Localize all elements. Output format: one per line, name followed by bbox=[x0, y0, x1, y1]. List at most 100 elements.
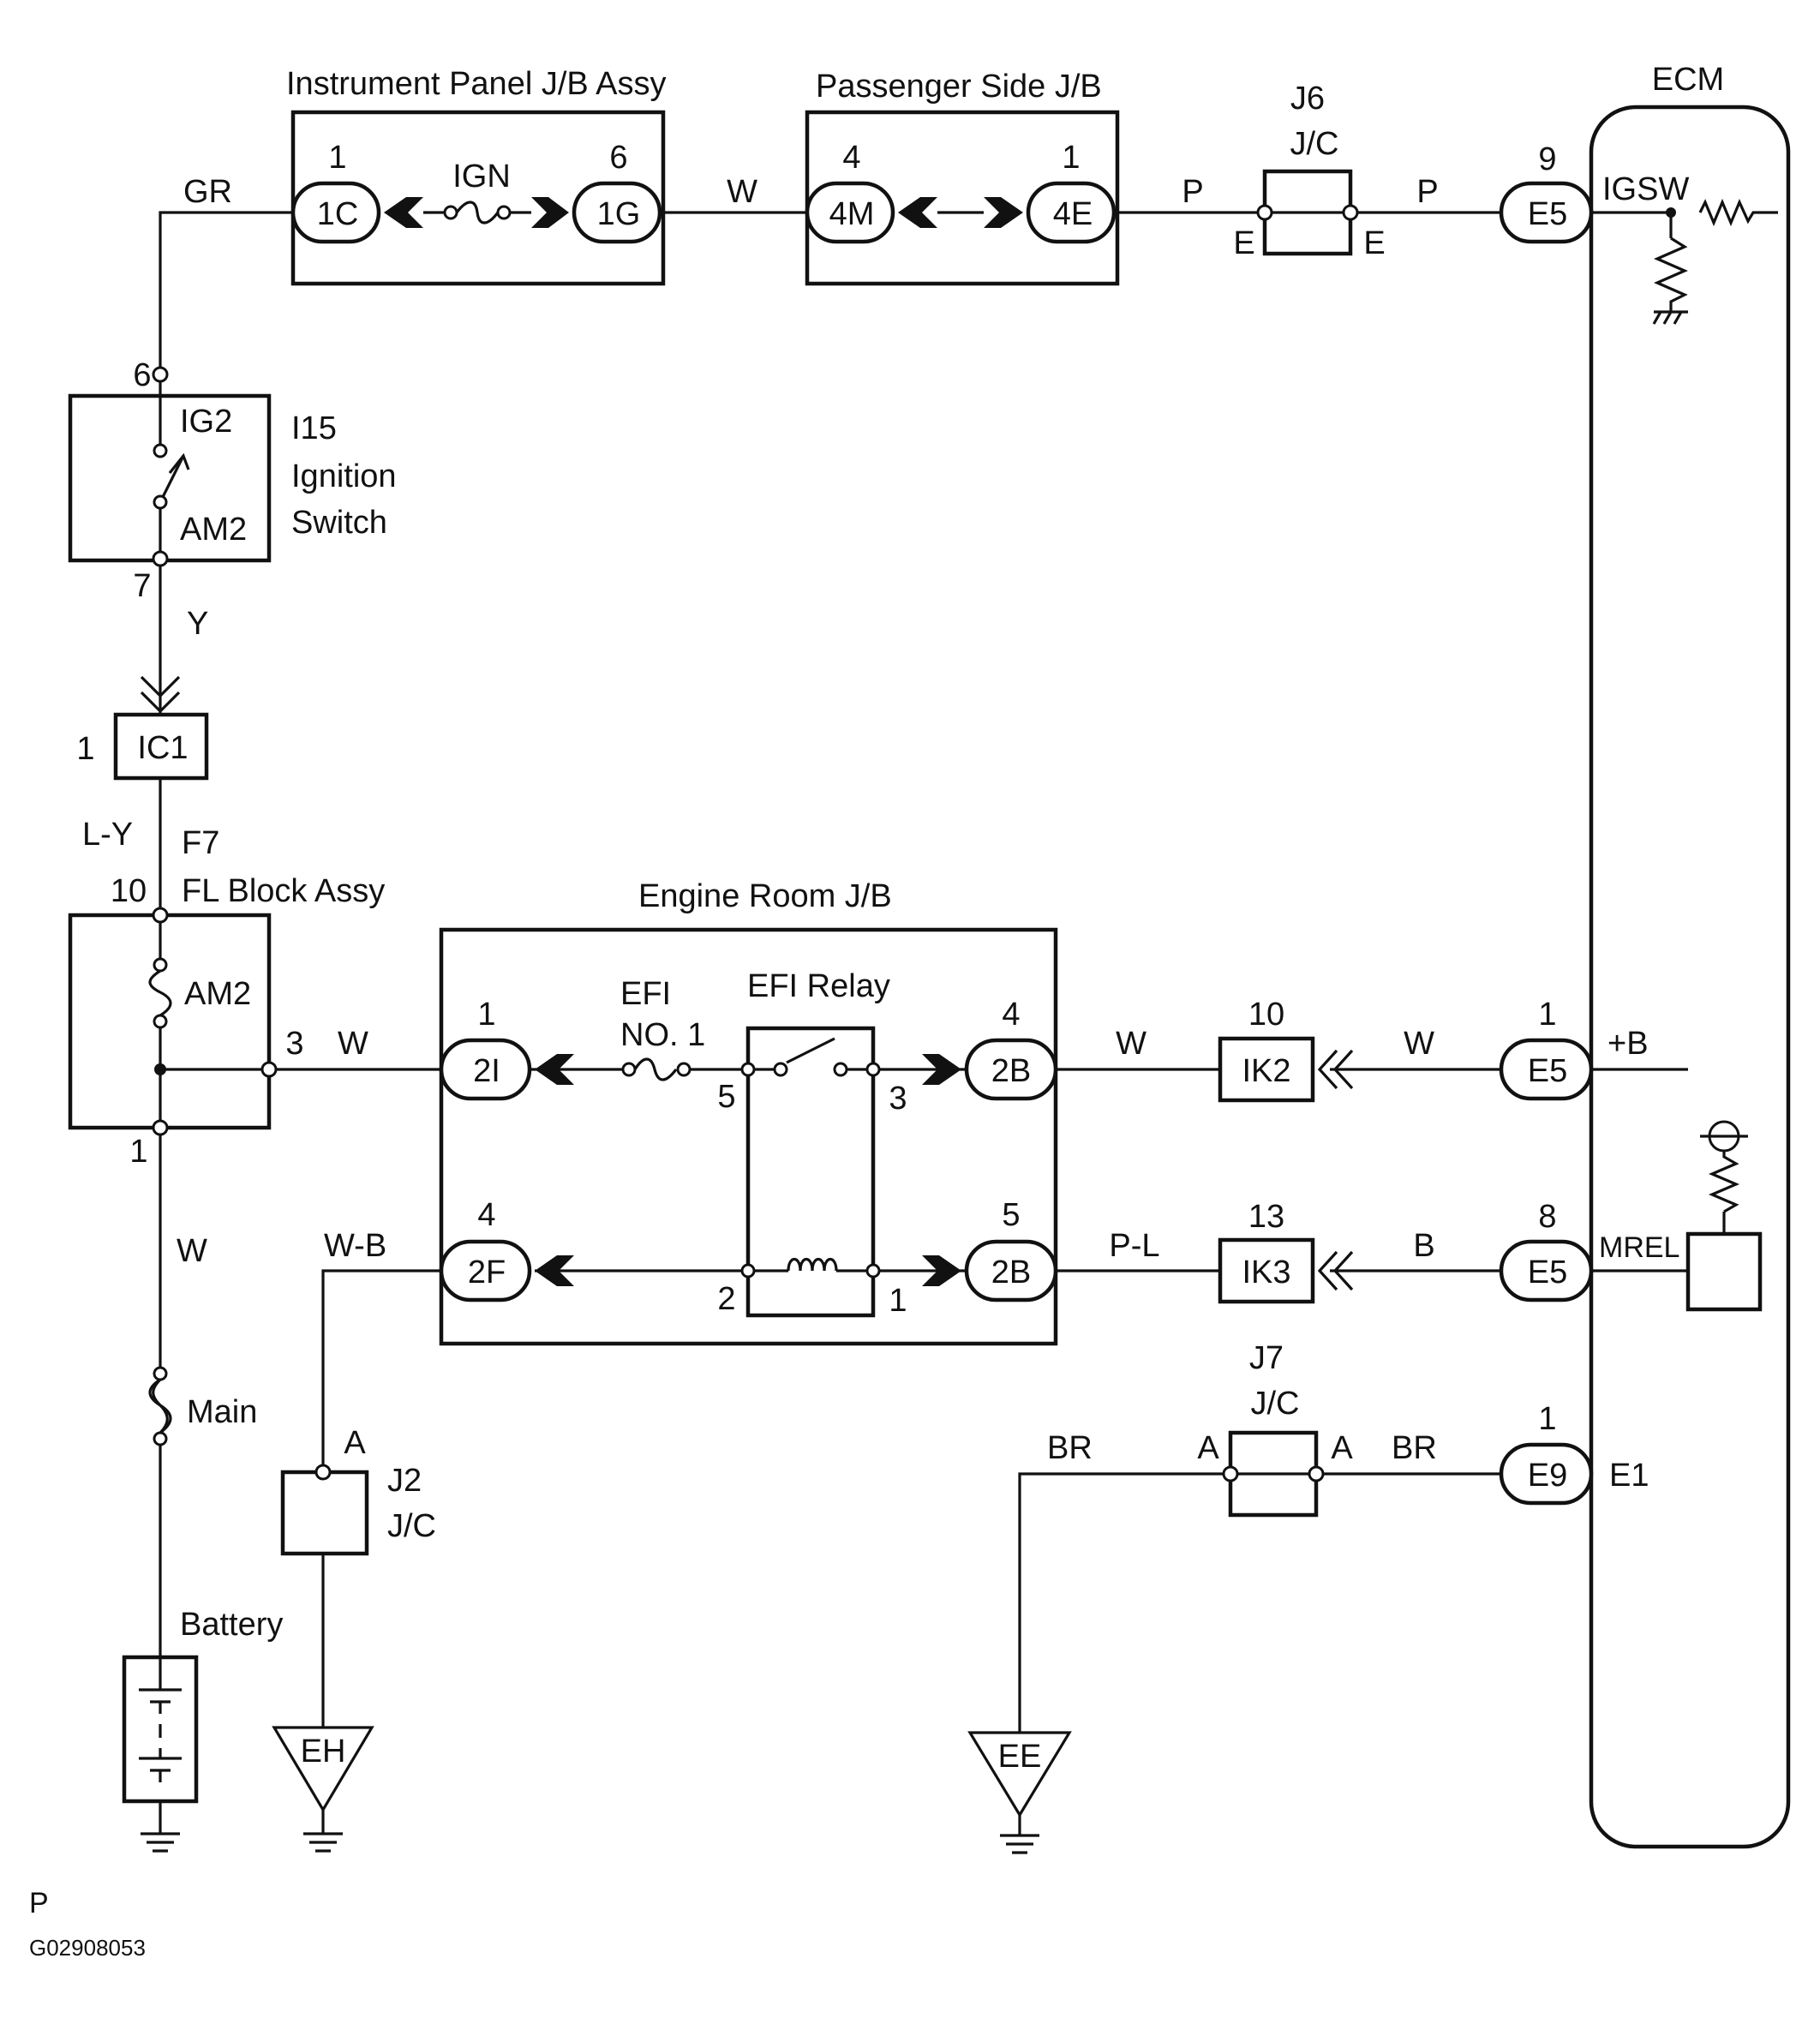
svg-text:2F: 2F bbox=[468, 1255, 506, 1290]
mrel-resistor bbox=[1708, 1155, 1740, 1213]
arrow-2B-lower bbox=[922, 1255, 961, 1286]
fl-pin-1 bbox=[152, 1119, 169, 1136]
connector-e5-mrel: E5 bbox=[1499, 1239, 1594, 1302]
pin-1G: 6 bbox=[609, 140, 627, 176]
svg-text:2B: 2B bbox=[991, 1255, 1031, 1290]
connector-1C: 1C bbox=[290, 181, 381, 244]
svg-text:4E: 4E bbox=[1053, 196, 1093, 232]
ground-ee: EE bbox=[967, 1731, 1072, 1854]
ecm-term-igsw: IGSW bbox=[1602, 171, 1689, 207]
efi-relay-box bbox=[745, 1026, 876, 1318]
pin-relay-3: 3 bbox=[889, 1081, 907, 1117]
svg-text:IK2: IK2 bbox=[1242, 1053, 1290, 1089]
j7-terminal-left bbox=[1222, 1465, 1239, 1482]
pin-fl-10: 10 bbox=[111, 873, 147, 909]
svg-text:1C: 1C bbox=[317, 196, 359, 232]
engine-room-jb-label: Engine Room J/B bbox=[638, 878, 892, 914]
wire-label-y: Y bbox=[187, 606, 208, 642]
igsw-junction-dot bbox=[1666, 207, 1676, 218]
wire-label-w-2b: W bbox=[1116, 1026, 1146, 1062]
ig-switch-pin-7 bbox=[152, 550, 169, 567]
instrument-panel-jb-label: Instrument Panel J/B Assy bbox=[286, 66, 667, 102]
ign-fuse: IGN bbox=[443, 159, 512, 225]
svg-text:2I: 2I bbox=[473, 1053, 500, 1089]
i15-label: I15 bbox=[291, 410, 337, 446]
connector-2B-upper: 2B bbox=[964, 1038, 1058, 1101]
svg-text:1G: 1G bbox=[597, 196, 641, 232]
svg-text:Main: Main bbox=[187, 1394, 257, 1430]
battery-label: Battery bbox=[180, 1607, 283, 1643]
pin-e9: 1 bbox=[1538, 1401, 1556, 1437]
igsw-ground-hatch-2 bbox=[1662, 311, 1673, 325]
pin-ig-7: 7 bbox=[133, 568, 151, 604]
arrow-2I bbox=[535, 1054, 574, 1085]
wire-label-w-e5: W bbox=[1404, 1026, 1434, 1062]
footer-p: P bbox=[29, 1887, 49, 1919]
fl-block-label: FL Block Assy bbox=[182, 873, 385, 909]
pin-relay-2: 2 bbox=[717, 1281, 735, 1317]
connector-1G: 1G bbox=[572, 181, 662, 244]
connector-4E: 4E bbox=[1026, 181, 1117, 244]
j2-jc-label: J/C bbox=[387, 1508, 436, 1544]
svg-text:AM2: AM2 bbox=[184, 976, 251, 1012]
connector-2B-lower: 2B bbox=[964, 1239, 1058, 1302]
arrow-2B-upper bbox=[922, 1054, 961, 1085]
pin-2B-lower: 5 bbox=[1002, 1197, 1020, 1233]
fl-pin-3 bbox=[260, 1061, 278, 1078]
arrow-1C bbox=[384, 197, 423, 228]
connector-ik3: IK3 bbox=[1218, 1237, 1354, 1304]
instrument-panel-jb-box bbox=[290, 110, 666, 286]
efi-relay-coil bbox=[740, 1257, 881, 1278]
pin-relay-1: 1 bbox=[889, 1283, 907, 1319]
svg-text:E5: E5 bbox=[1528, 1255, 1567, 1290]
am2-fuse: AM2 bbox=[148, 957, 251, 1029]
igsw-pulldown-resistor bbox=[1654, 237, 1688, 312]
pin-fl-1: 1 bbox=[129, 1134, 147, 1170]
pin-e5-mrel: 8 bbox=[1538, 1199, 1556, 1235]
pin-1C: 1 bbox=[328, 140, 346, 176]
arrow-4M bbox=[898, 197, 937, 228]
igsw-series-resistor bbox=[1698, 198, 1778, 227]
pin-ik2: 10 bbox=[1248, 997, 1284, 1033]
battery-cells bbox=[139, 1657, 182, 1782]
pin-e5-plusb: 1 bbox=[1538, 997, 1556, 1033]
wire-label-br-left: BR bbox=[1047, 1430, 1093, 1466]
svg-text:NO. 1: NO. 1 bbox=[620, 1017, 705, 1053]
ecm-box bbox=[1589, 105, 1791, 1849]
arrow-4E bbox=[984, 197, 1023, 228]
efi-no1-fuse: EFI NO. 1 bbox=[620, 976, 705, 1081]
j6-terminal-left bbox=[1256, 204, 1273, 221]
svg-text:E5: E5 bbox=[1528, 196, 1567, 232]
j6-jc-label: J/C bbox=[1290, 126, 1339, 162]
connector-e5-plusb: E5 bbox=[1499, 1038, 1594, 1101]
svg-text:EFI: EFI bbox=[620, 976, 671, 1012]
pin-fl-3: 3 bbox=[285, 1026, 303, 1062]
main-fuse: Main bbox=[148, 1366, 257, 1446]
fl-pin-10 bbox=[152, 907, 169, 924]
pin-4E: 1 bbox=[1062, 140, 1080, 176]
pin-relay-5: 5 bbox=[717, 1079, 735, 1115]
wire-br-left bbox=[1018, 1472, 1230, 1733]
ig-switch-pin-6 bbox=[152, 366, 169, 383]
wire-label-p-left: P bbox=[1182, 174, 1203, 210]
ignition-switch-box bbox=[68, 393, 272, 563]
efi-relay-contact bbox=[740, 1037, 881, 1077]
svg-text:IG2: IG2 bbox=[180, 404, 232, 440]
arrow-2F bbox=[535, 1255, 574, 1286]
engine-room-jb-box bbox=[439, 927, 1058, 1346]
j2-terminal bbox=[314, 1464, 332, 1481]
svg-text:E9: E9 bbox=[1528, 1458, 1567, 1494]
svg-text:IK3: IK3 bbox=[1242, 1255, 1290, 1290]
pin-j7-a-right: A bbox=[1331, 1430, 1353, 1466]
connector-e9: E9 bbox=[1499, 1442, 1594, 1506]
wire-gr bbox=[159, 211, 293, 374]
connector-ik2: IK2 bbox=[1218, 1036, 1354, 1103]
igsw-ground-hatch-3 bbox=[1673, 311, 1683, 325]
wire-label-w-top: W bbox=[727, 174, 757, 210]
wire-label-gr: GR bbox=[183, 174, 232, 210]
pin-2F: 4 bbox=[477, 1197, 495, 1233]
f7-label: F7 bbox=[182, 825, 219, 861]
ecm-label: ECM bbox=[1652, 62, 1724, 98]
wire-label-l-y: L-Y bbox=[82, 817, 133, 853]
svg-text:EE: EE bbox=[998, 1739, 1042, 1775]
